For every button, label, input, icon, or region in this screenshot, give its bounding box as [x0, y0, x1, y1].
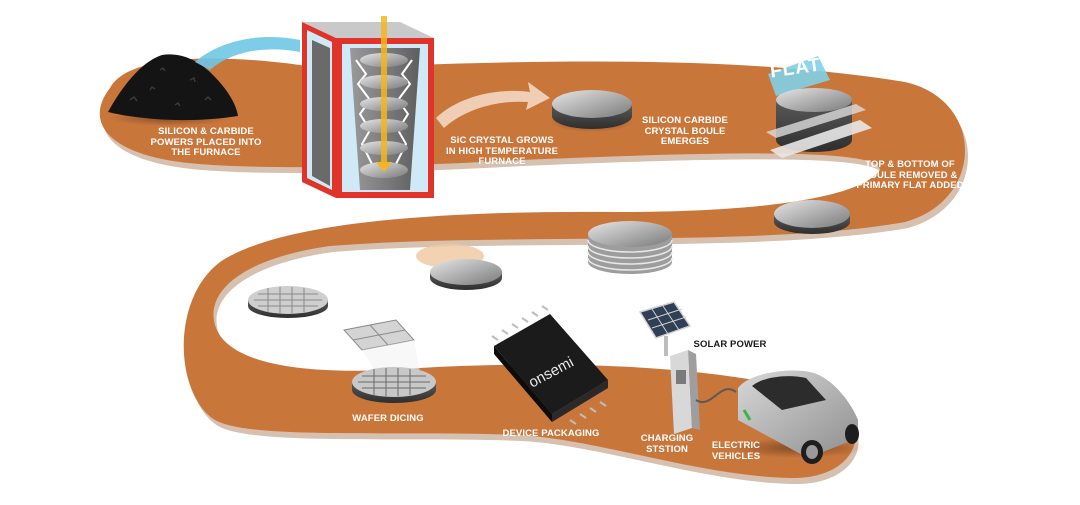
charging-station-icon [670, 350, 737, 434]
label-wafer-slicing: WAFER SLICING [576, 279, 654, 290]
boule-flat-icon [766, 56, 872, 158]
fabrication-wafer-icon [248, 286, 328, 318]
process-arrow-icon [436, 82, 550, 128]
blue-arrow-icon [195, 36, 300, 70]
label-epitaxy: EPITAXY [435, 303, 477, 314]
epitaxy-wafer-icon [416, 244, 502, 290]
label-charging-station: CHARGING STSTION [640, 433, 694, 455]
crystx-wafer-icon [774, 200, 850, 234]
label-device-packaging: DEVICE PACKAGING [502, 428, 600, 439]
boule-icon [550, 90, 634, 132]
label-electric-vehicles: ELECTRIC VEHICLES [711, 440, 761, 462]
label-crystx: CRYSTX SILICON CARBIDE [727, 246, 813, 268]
label-powders: SILICON & CARBIDE POWERS PLACED INTO THE… [150, 126, 262, 158]
electric-vehicle-icon [730, 370, 866, 464]
device-package-icon [491, 305, 608, 425]
powder-pile-icon [108, 54, 238, 121]
label-device-fabrication: DEVICE FABRICATION [235, 330, 301, 352]
label-solar-power: SOLAR POWER [693, 339, 767, 350]
label-flat-added: TOP & BOTTOM OF BOULE REMOVED & PRIMARY … [856, 159, 964, 191]
label-crystal-grows: SiC CRYSTAL GROWS IN HIGH TEMPERATURE FU… [445, 135, 559, 167]
wafer-stack-icon [587, 221, 673, 274]
dicing-wafer-icon [343, 319, 436, 403]
label-wafer-dicing: WAFER DICING [352, 413, 424, 424]
furnace-icon [302, 16, 434, 198]
solar-panel-icon [638, 301, 692, 356]
label-boule-emerges: SILICON CARBIDE CRYSTAL BOULE EMERGES [642, 115, 728, 147]
